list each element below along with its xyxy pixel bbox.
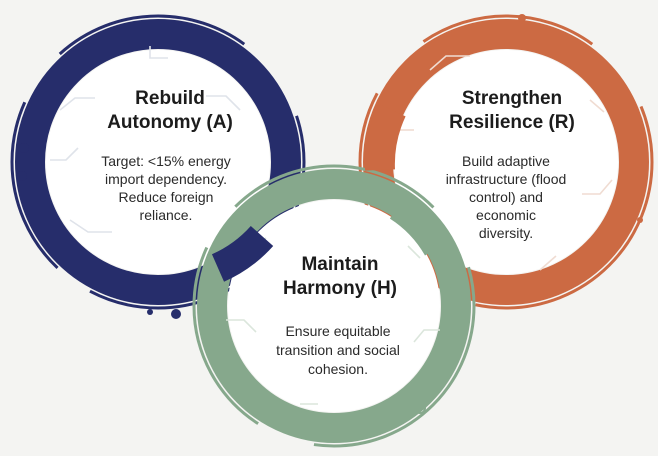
resilience-title-line2: Resilience (R) bbox=[449, 112, 575, 133]
autonomy-title-line1: Rebuild bbox=[135, 88, 205, 109]
harmony-body-line1: Ensure equitable bbox=[285, 323, 390, 339]
autonomy-body-line4: reliance. bbox=[140, 207, 193, 223]
autonomy-title-line2: Autonomy (A) bbox=[107, 112, 233, 133]
autonomy-circuit-nodes bbox=[17, 143, 181, 319]
autonomy-ring-outer-line bbox=[10, 14, 306, 310]
resilience-body-line3: control) and bbox=[469, 189, 543, 205]
autonomy-body-line3: Reduce foreign bbox=[119, 189, 214, 205]
interlock-harmony-over-resilience bbox=[389, 193, 452, 256]
harmony-title-line2: Harmony (H) bbox=[283, 278, 397, 299]
harmony-ring-band bbox=[197, 169, 471, 443]
autonomy-body-line1: Target: <15% energy bbox=[101, 153, 231, 169]
resilience-body-line5: diversity. bbox=[479, 225, 533, 241]
resilience-body-line4: economic bbox=[476, 207, 536, 223]
autonomy-ring-inner bbox=[46, 50, 270, 274]
resilience-ring-inner bbox=[394, 50, 618, 274]
resilience-title-line1: Strengthen bbox=[462, 88, 562, 109]
harmony-ring-outer-line bbox=[192, 164, 476, 448]
harmony-ring: Maintain Harmony (H) Ensure equitable tr… bbox=[192, 164, 476, 448]
harmony-body-line3: cohesion. bbox=[308, 361, 368, 377]
interlock-autonomy-over-harmony bbox=[211, 225, 274, 282]
autonomy-ring: Rebuild Autonomy (A) Target: <15% energy… bbox=[10, 14, 306, 319]
resilience-ring-outer-line bbox=[358, 14, 654, 310]
interlock-resilience-over-autonomy bbox=[364, 103, 406, 171]
harmony-body-line2: transition and social bbox=[276, 342, 400, 358]
autonomy-ring-band bbox=[15, 19, 301, 305]
harmony-title-line1: Maintain bbox=[301, 254, 378, 275]
resilience-circuit-traces bbox=[400, 55, 613, 271]
resilience-body-line1: Build adaptive bbox=[462, 153, 550, 169]
resilience-body-line2: infrastructure (flood bbox=[446, 171, 567, 187]
harmony-ring-inner bbox=[228, 200, 440, 412]
autonomy-body-line2: import dependency. bbox=[105, 171, 227, 187]
